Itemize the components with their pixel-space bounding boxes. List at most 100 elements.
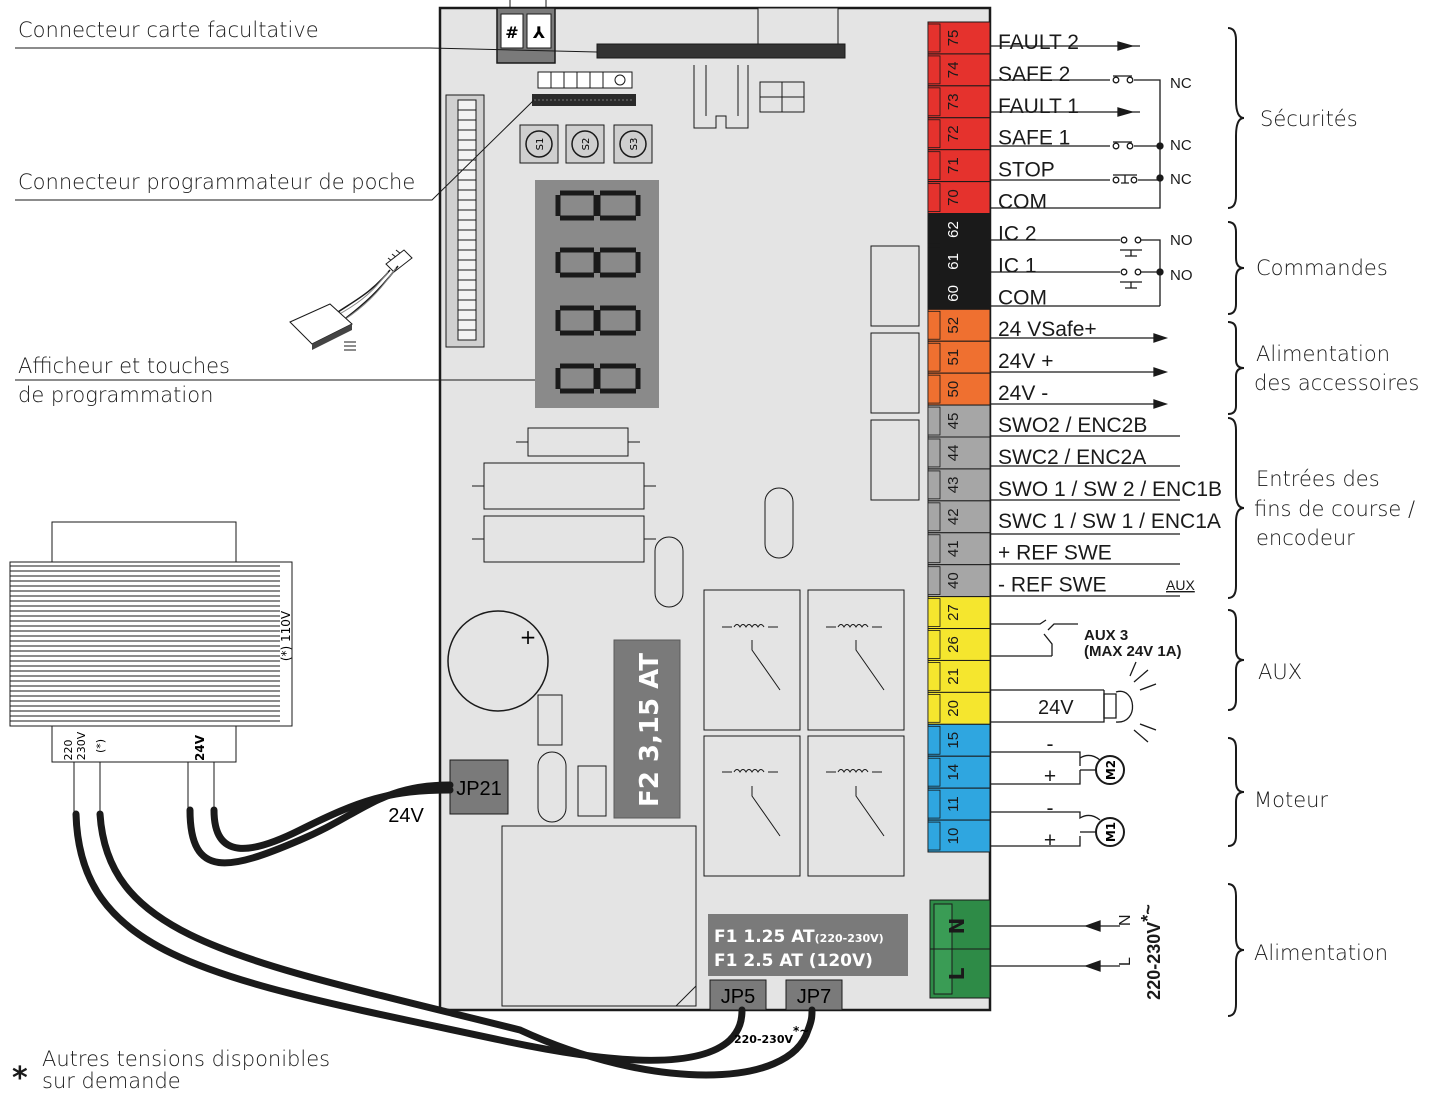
terminal-label-15: - [1047, 733, 1054, 756]
terminal-11: 11 [927, 787, 991, 821]
terminal-label-71: STOP [998, 159, 1055, 182]
jp21-voltage-label: 24V [388, 805, 424, 827]
terminal-61: 61 [927, 244, 991, 278]
terminal-number: 72 [945, 125, 962, 142]
terminal-45: 45 [927, 404, 991, 438]
group-securites: Sécurités [1260, 107, 1358, 131]
terminal-label-61: IC 1 [998, 254, 1037, 277]
group-fins-3: encodeur [1256, 526, 1355, 550]
terminal-label-11: - [1047, 797, 1054, 820]
terminal-number: 73 [945, 93, 962, 110]
terminal-14: 14 [927, 755, 991, 789]
terminal-number: 21 [945, 668, 962, 685]
terminal-number: 27 [945, 604, 962, 621]
svg-text:F1 1.25 AT(220-230V): F1 1.25 AT(220-230V) [714, 927, 884, 947]
pocket-programmer-cable [289, 249, 413, 351]
terminal-41: 41 [927, 532, 991, 566]
terminal-75: 75 [927, 21, 991, 55]
terminal-number: 15 [945, 732, 962, 749]
svg-text:M2: M2 [1104, 760, 1118, 780]
terminal-label-60: COM [998, 286, 1047, 309]
terminal-number: 45 [945, 413, 962, 430]
terminal-number: 60 [945, 285, 962, 302]
svg-text:JP21: JP21 [456, 778, 502, 800]
button-s1: S1 [519, 124, 559, 164]
terminal-number: 26 [945, 636, 962, 653]
jp21-connector: JP21 [449, 759, 509, 815]
terminal-number: 70 [945, 189, 962, 206]
jp5-connector: JP5 [709, 979, 767, 1011]
svg-text:M1: M1 [1104, 822, 1118, 842]
terminal-label-10: + [1044, 829, 1056, 852]
relay-2 [807, 589, 905, 731]
terminal-50: 50 [927, 372, 991, 406]
terminal-74: 74 [927, 53, 991, 87]
relay-4 [807, 735, 905, 877]
svg-text:NC: NC [1170, 75, 1192, 92]
svg-text:220-230V*~: 220-230V*~ [1138, 904, 1164, 1000]
terminal-number: 42 [945, 508, 962, 525]
vertical-connector [445, 94, 485, 348]
fuse-f2: F2 3,15 AT [613, 639, 681, 819]
group-labels: Sécurités Commandes Alimentation des acc… [1254, 107, 1419, 965]
footnote-star: * [12, 1061, 28, 1096]
terminal-label-41: + REF SWE [998, 542, 1112, 565]
svg-text:S3: S3 [629, 138, 640, 151]
svg-text:(MAX 24V 1A): (MAX 24V 1A) [1084, 643, 1182, 660]
terminal-number: 51 [945, 349, 962, 366]
terminal-72: 72 [927, 117, 991, 151]
svg-text:L: L [1117, 957, 1134, 966]
footnote: * Autres tensions disponibles sur demand… [12, 1047, 330, 1096]
relay-3 [703, 735, 801, 877]
control-board: # ⅄ [438, 0, 992, 1012]
group-alim-acc-2: des accessoires [1254, 371, 1419, 395]
svg-text:NO: NO [1170, 232, 1193, 249]
terminal-73: 73 [927, 85, 991, 119]
terminal-52: 52 [927, 308, 991, 342]
motor-m2-icon: M2 [1095, 755, 1125, 785]
svg-text:JP5: JP5 [721, 986, 755, 1008]
svg-text:230V: 230V [75, 731, 88, 760]
terminal-label-43: SWO 1 / SW 2 / ENC1B [998, 478, 1222, 501]
terminal-51: 51 [927, 340, 991, 374]
group-alimentation: Alimentation [1254, 941, 1388, 965]
terminal-number: 50 [945, 381, 962, 398]
terminal-43: 43 [927, 468, 991, 502]
terminal-label-42: SWC 1 / SW 1 / ENC1A [998, 510, 1221, 533]
button-s3: S3 [613, 124, 653, 164]
terminal-hash-symbol: # [505, 23, 518, 42]
terminal-n: N [945, 918, 969, 935]
callout-pocket-programmer: Connecteur programmateur de poche [18, 170, 415, 194]
terminal-number: 40 [945, 572, 962, 589]
group-commandes: Commandes [1256, 256, 1388, 280]
svg-text:+: + [520, 625, 537, 649]
optional-card-terminal: # ⅄ [496, 0, 556, 64]
svg-text:AUX 3: AUX 3 [1084, 627, 1128, 644]
terminal-number: 74 [945, 62, 962, 79]
group-fins-2: fins de course / [1254, 497, 1415, 521]
svg-text:N: N [1117, 914, 1134, 926]
svg-text:NO: NO [1170, 267, 1193, 284]
wiring-labels: NC NC NC NO NO AUX AUX 3 (MAX 24V 1A) 24… [1038, 75, 1195, 1000]
terminal-label-73: FAULT 1 [998, 95, 1079, 118]
terminal-label-51: 24V + [998, 350, 1053, 373]
svg-text:S1: S1 [535, 138, 546, 151]
terminal-number: 52 [945, 317, 962, 334]
terminal-number: 44 [945, 445, 962, 462]
terminal-42: 42 [927, 500, 991, 534]
transformer: (*) 110V 220 230V (*) 24V [9, 521, 293, 812]
callout-display-line2: de programmation [18, 383, 213, 407]
svg-text:220: 220 [62, 740, 75, 761]
group-aux: AUX [1258, 660, 1302, 684]
transformer-110v-label: (*) 110V [279, 610, 293, 661]
svg-text:AUX: AUX [1166, 577, 1195, 593]
terminal-number: 20 [945, 700, 962, 717]
pin-header [537, 71, 633, 89]
group-fins-1: Entrées des [1256, 467, 1380, 491]
svg-text:(*): (*) [94, 739, 107, 753]
power-terminal-block: N L [929, 899, 991, 999]
svg-text:S2: S2 [581, 138, 592, 151]
capacitor: + [447, 610, 549, 712]
terminal-label-72: SAFE 1 [998, 127, 1070, 150]
terminal-label-70: COM [998, 191, 1047, 214]
